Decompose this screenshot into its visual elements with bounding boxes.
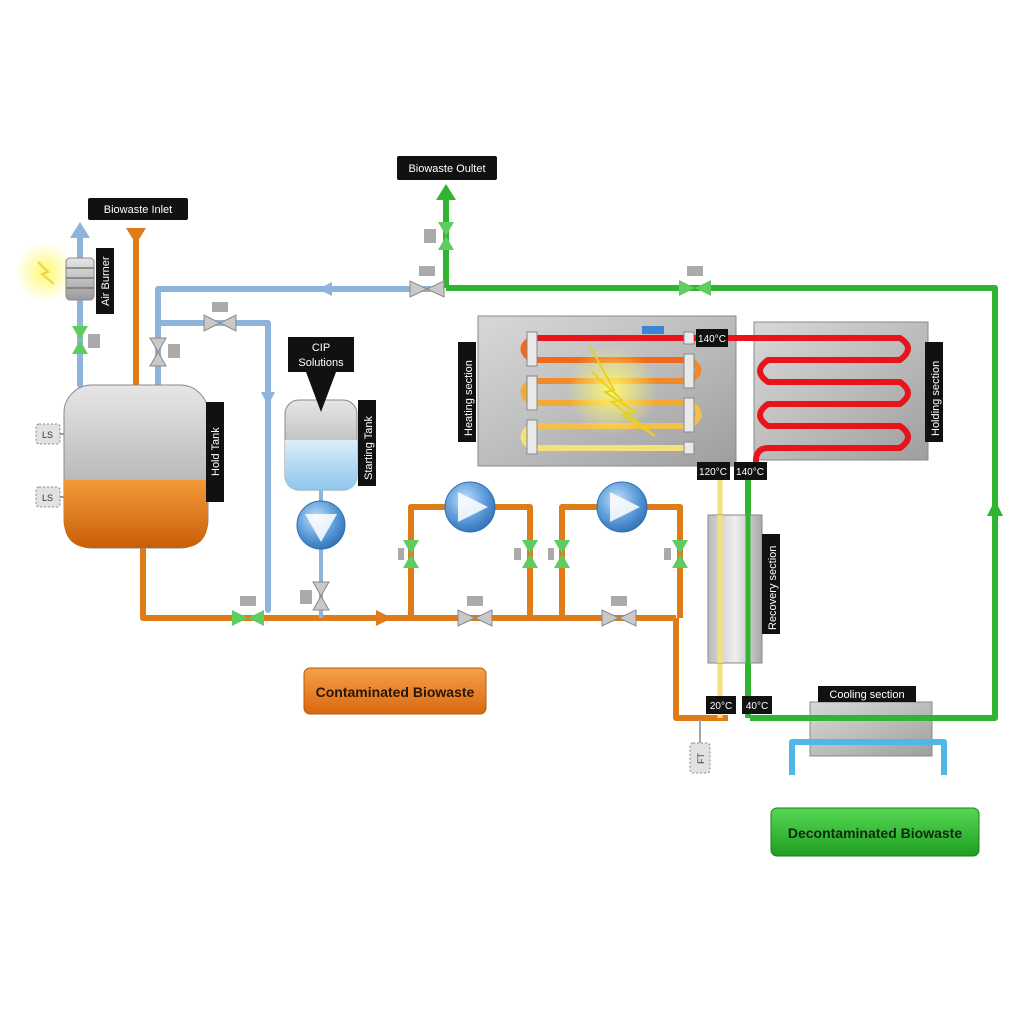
legend-decontaminated-label: Decontaminated Biowaste [788, 825, 962, 841]
arrow-outlet-up [436, 184, 456, 200]
valve-bypass-2[interactable] [601, 596, 637, 627]
legend-contaminated[interactable]: Contaminated Biowaste [303, 667, 487, 715]
heating-bolt-icon [589, 345, 656, 437]
starting-tank: Starting Tank CIP Solutions [284, 337, 376, 618]
temp-tag-140: 140°C [736, 467, 764, 478]
pump-2-icon [610, 492, 640, 522]
pump-1-icon [458, 492, 488, 522]
cooling-section: Cooling section [750, 686, 995, 775]
cip-pump-icon [305, 514, 337, 542]
hold-tank-label: Hold Tank [210, 427, 222, 476]
cooling-label: Cooling section [829, 689, 904, 701]
valve-cip-horizontal[interactable] [203, 302, 237, 332]
hold-tank-tag [206, 402, 224, 502]
arrow-inlet-down [126, 228, 146, 244]
temp-tag-40: 40°C [746, 701, 768, 712]
legend: Contaminated Biowaste Decontaminated Bio… [303, 667, 980, 857]
air-burner-label: Air Burner [100, 256, 112, 306]
flow-arrows [70, 184, 1003, 626]
heating-section: Heating section [458, 315, 752, 467]
valves [72, 222, 711, 627]
starting-tank-tag [358, 400, 376, 486]
holding-tag [925, 342, 943, 442]
starting-tank-liquid [285, 440, 357, 490]
flow-transmitter: FT [689, 742, 711, 774]
temp-tag-20: 20°C [710, 701, 732, 712]
hold-tank-liquid [64, 480, 208, 548]
cip-label-line1: CIP [312, 342, 330, 354]
arrow-orange-right [376, 610, 392, 626]
temp-tag-120-box [697, 462, 730, 480]
temp-tag-120: 120°C [699, 467, 727, 478]
holding-panel [753, 321, 929, 461]
air-burner: Air Burner [65, 248, 114, 314]
pumps [296, 481, 648, 550]
heating-headers [526, 331, 695, 455]
pump-2 [596, 481, 648, 533]
cip-to-starting-line [155, 320, 271, 613]
holding-label: Holding section [930, 361, 942, 436]
cip-label-line2: Solutions [298, 357, 344, 369]
cooling-tag [818, 686, 916, 702]
biowaste-inlet-label: Biowaste Inlet [104, 204, 172, 216]
ft-box [689, 742, 711, 774]
temp-tag-40-box [742, 696, 772, 714]
valve-pump2-right[interactable] [664, 540, 688, 568]
recovery-panel [707, 514, 763, 664]
valve-air-burner[interactable] [72, 326, 100, 354]
level-switch-top-label: LS [42, 430, 53, 440]
biowaste-inlet-tag [88, 198, 188, 220]
valve-pump1-left[interactable] [398, 540, 419, 568]
hold-tank: Hold Tank LS LS [35, 384, 224, 549]
level-switch-top [35, 423, 61, 445]
cooling-water-pipe [789, 739, 947, 775]
legend-contaminated-label: Contaminated Biowaste [316, 684, 475, 700]
biowaste-outlet-label: Biowaste Oultet [408, 163, 485, 175]
level-switch-bottom-label: LS [42, 493, 53, 503]
biowaste-outlet-tag [397, 156, 497, 180]
cooling-panel [809, 701, 933, 757]
spark-icon [37, 261, 55, 285]
cip-funnel [288, 337, 354, 412]
holding-section: Holding section [752, 321, 943, 470]
ft-label: FT [696, 753, 706, 764]
valve-cip-vertical[interactable] [149, 337, 180, 367]
holding-coil [752, 335, 911, 470]
pump-1 [444, 481, 496, 533]
valve-bypass-1[interactable] [457, 596, 493, 627]
air-burner-tag [96, 248, 114, 314]
arrow-blue-down [261, 392, 275, 406]
recovery-section: Recovery section [707, 514, 780, 664]
heating-tag [458, 342, 476, 442]
arrow-blue-left [318, 282, 332, 296]
temp-tag-140-box [734, 462, 767, 480]
temp-tag-heating-out-box [696, 329, 728, 347]
air-burner-coil [65, 257, 95, 301]
legend-decontaminated[interactable]: Decontaminated Biowaste [770, 807, 980, 857]
level-switch-bottom [35, 486, 61, 508]
valve-pump1-right[interactable] [514, 540, 538, 568]
heating-label: Heating section [463, 360, 475, 436]
hold-tank-outlet-pipe [140, 548, 676, 621]
cip-pump [296, 500, 346, 550]
starting-tank-label: Starting Tank [363, 415, 375, 480]
valve-top-green[interactable] [679, 266, 711, 296]
valve-cip-pump[interactable] [300, 581, 330, 611]
arrow-green-up [987, 500, 1003, 516]
recovery-tag [762, 534, 780, 634]
pipe-to-ft [673, 618, 728, 721]
temp-tag-heating-out: 140°C [698, 334, 726, 345]
arrow-air-up [70, 222, 90, 238]
io-labels: Biowaste Inlet Biowaste Oultet [88, 156, 497, 220]
valve-holdtank-outlet[interactable] [232, 596, 264, 626]
valve-pump2-left[interactable] [548, 540, 570, 568]
temp-tag-20-box [706, 696, 736, 714]
recovery-label: Recovery section [767, 546, 779, 630]
valve-cip-junction[interactable] [409, 266, 445, 298]
temperature-tags: 140°C 120°C 140°C 20°C 40°C [696, 329, 772, 714]
heating-indicator [642, 326, 664, 334]
valve-outlet[interactable] [424, 222, 454, 250]
